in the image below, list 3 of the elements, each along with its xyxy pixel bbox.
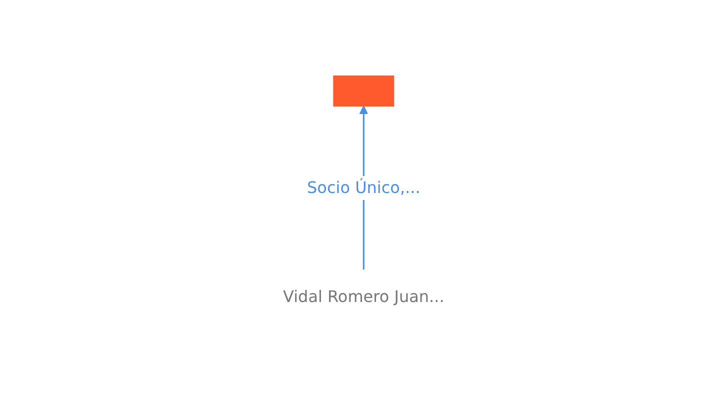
node-building [334, 76, 394, 106]
edge-label: Socio Único,... [307, 178, 421, 197]
node-text: Vidal Romero Juan... [283, 287, 445, 306]
